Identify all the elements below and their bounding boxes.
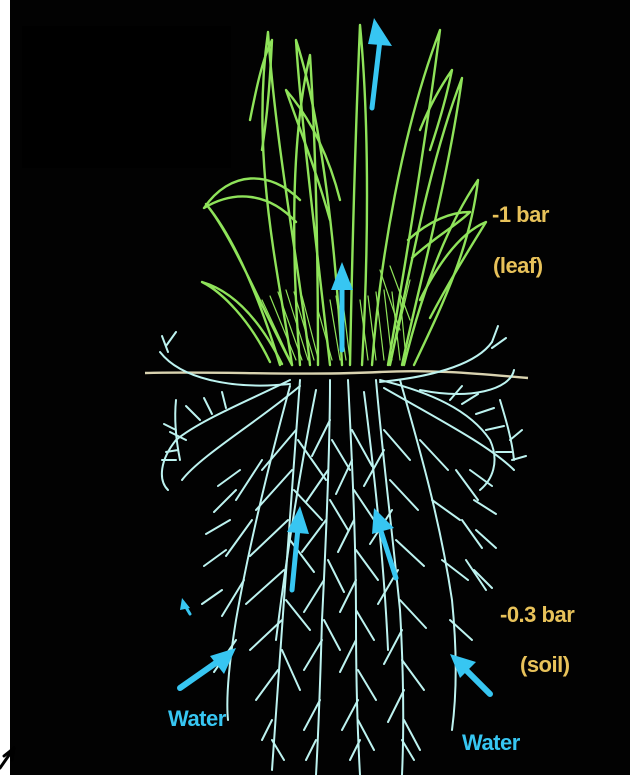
- water-label-right: Water: [462, 732, 520, 754]
- corner-arrow-icon: [0, 748, 14, 768]
- redaction-box: [22, 26, 231, 168]
- leaf-potential-label: -1 bar: [492, 204, 549, 226]
- soil-note-label: (soil): [520, 654, 570, 676]
- leaf-note-label: (leaf): [493, 255, 543, 277]
- soil-potential-label: -0.3 bar: [500, 604, 574, 626]
- water-label-left: Water: [168, 708, 226, 730]
